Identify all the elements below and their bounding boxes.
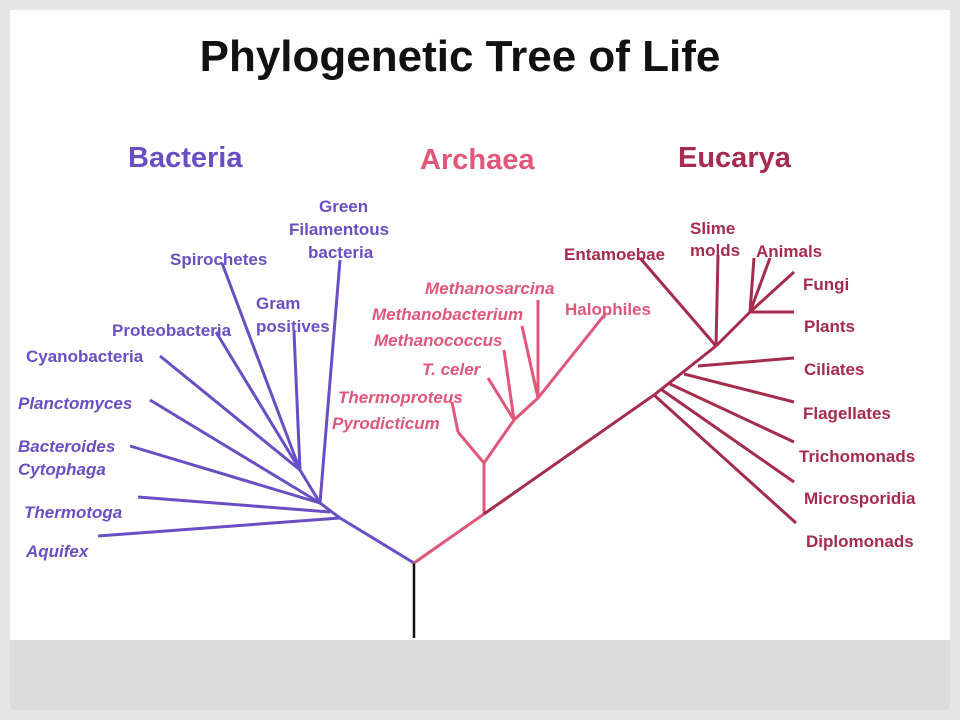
- domain-bacteria-label: Bacteria: [128, 142, 243, 174]
- label-green-filamentous-3: bacteria: [308, 243, 374, 262]
- label-green-filamentous-2: Filamentous: [289, 220, 389, 239]
- diagram-panel: Phylogenetic Tree of Life: [10, 10, 950, 640]
- label-slime-molds-1: Slime: [690, 219, 735, 238]
- archaea-branches: [413, 300, 608, 565]
- label-thermotoga: Thermotoga: [24, 503, 122, 522]
- label-fungi: Fungi: [803, 275, 849, 294]
- label-methanococcus: Methanococcus: [374, 331, 502, 350]
- label-slime-molds-2: molds: [690, 241, 740, 260]
- domain-eucarya-label: Eucarya: [678, 142, 792, 174]
- label-plants: Plants: [804, 317, 855, 336]
- label-thermoproteus: Thermoproteus: [338, 388, 463, 407]
- bacteria-branches: [97, 259, 415, 565]
- label-halophiles: Halophiles: [565, 300, 651, 319]
- label-cyanobacteria: Cyanobacteria: [26, 347, 144, 366]
- label-planctomyces: Planctomyces: [18, 394, 132, 413]
- label-spirochetes: Spirochetes: [170, 250, 267, 269]
- label-entamoebae: Entamoebae: [564, 245, 665, 264]
- label-flagellates: Flagellates: [803, 404, 891, 423]
- phylogenetic-tree: Bacteria Archaea Eucarya Green Filamento…: [18, 142, 916, 638]
- label-green-filamentous-1: Green: [319, 197, 368, 216]
- eucarya-branches: [483, 254, 798, 525]
- label-trichomonads: Trichomonads: [799, 447, 915, 466]
- label-proteobacteria: Proteobacteria: [112, 321, 232, 340]
- domain-archaea-label: Archaea: [420, 144, 535, 176]
- label-animals: Animals: [756, 242, 822, 261]
- label-t-celer: T. celer: [422, 360, 482, 379]
- label-microsporidia: Microsporidia: [804, 489, 916, 508]
- label-pyrodicticum: Pyrodicticum: [332, 414, 440, 433]
- label-aquifex: Aquifex: [25, 542, 90, 561]
- label-gram-positives-1: Gram: [256, 294, 300, 313]
- label-gram-positives-2: positives: [256, 317, 330, 336]
- slide: Phylogenetic Tree of Life: [10, 10, 950, 710]
- label-diplomonads: Diplomonads: [806, 532, 914, 551]
- label-methanosarcina: Methanosarcina: [425, 279, 554, 298]
- label-methanobacterium: Methanobacterium: [372, 305, 523, 324]
- label-ciliates: Ciliates: [804, 360, 864, 379]
- label-cytophaga: Cytophaga: [18, 460, 106, 479]
- label-bacteroides: Bacteroides: [18, 437, 115, 456]
- page-title: Phylogenetic Tree of Life: [199, 32, 721, 81]
